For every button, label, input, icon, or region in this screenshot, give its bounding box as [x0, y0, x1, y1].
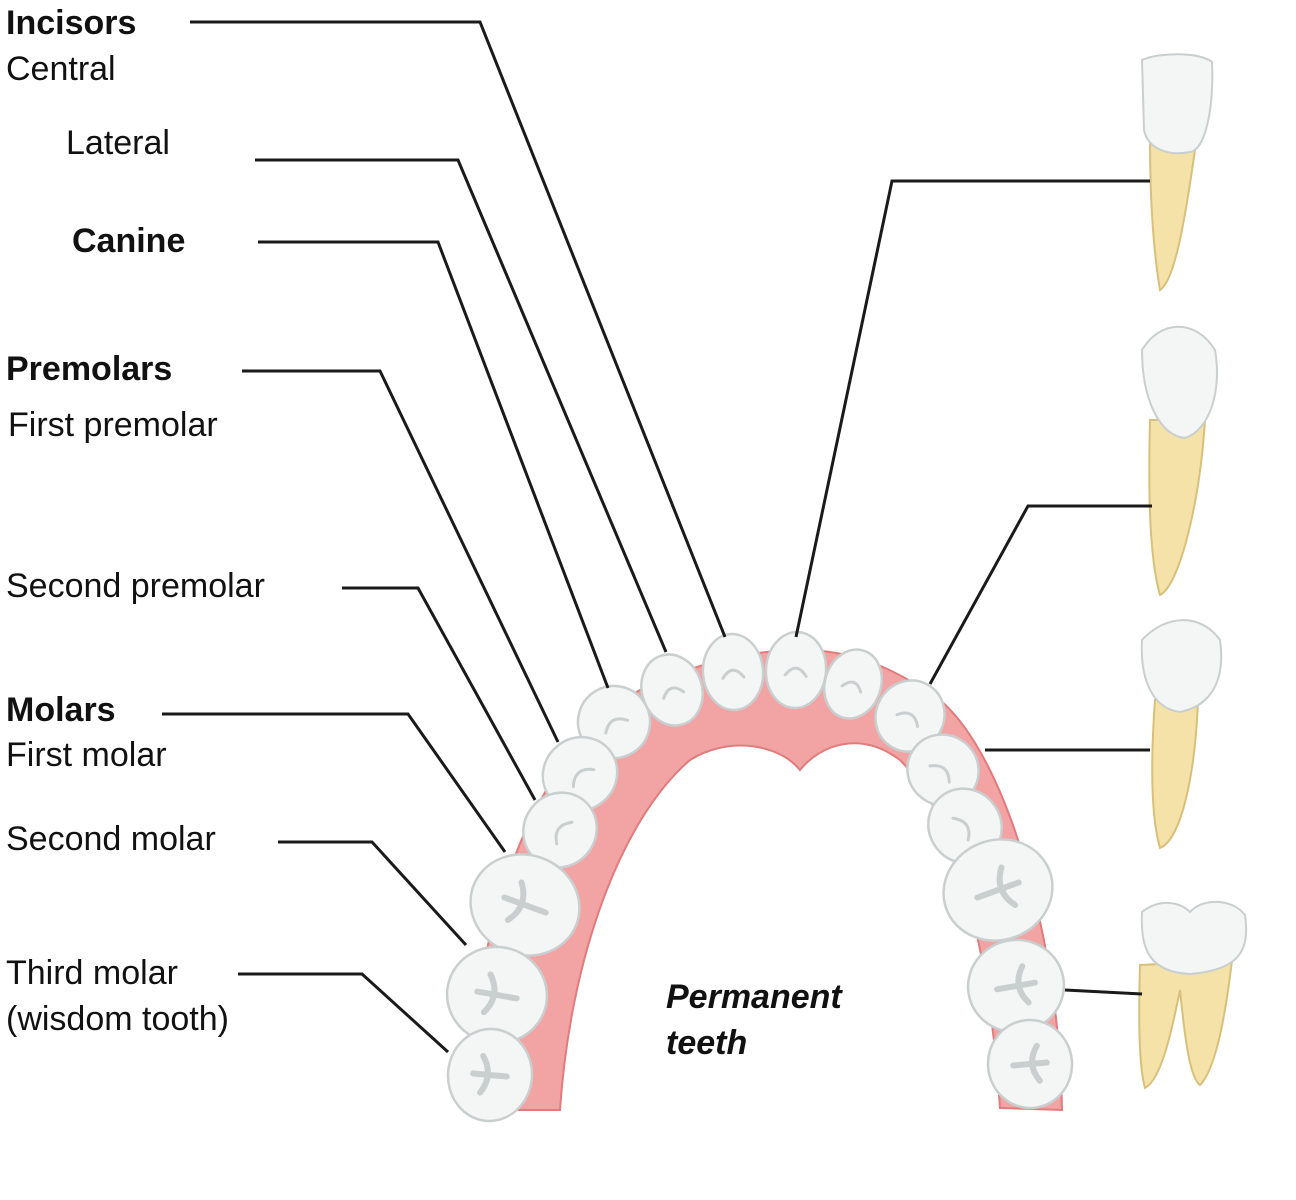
leader-incisors [190, 20, 727, 638]
caption-teeth: teeth [666, 1024, 748, 1062]
leader-canine [258, 240, 610, 689]
leader-first-molar [162, 712, 507, 853]
arch-tooth-canine-right [874, 679, 946, 753]
arch-tooth-third-molar-right [986, 1018, 1074, 1110]
leader-lateral [255, 158, 668, 653]
leader-second-molar [278, 840, 468, 947]
arch-tooth-first-molar-left [469, 853, 581, 957]
arch-tooth-second-molar-right [966, 938, 1066, 1034]
label-incisors: Incisors [6, 4, 137, 42]
arch-teeth [445, 630, 1074, 1123]
label-second-molar: Second molar [6, 820, 216, 858]
leader-lines [162, 20, 1152, 1054]
label-lateral: Lateral [66, 124, 170, 162]
arch-tooth-central-incisor-left [701, 632, 765, 712]
leader-side-molar [1064, 988, 1143, 996]
side-tooth-molar [1138, 900, 1248, 1090]
leader-second-premolar [342, 586, 537, 801]
label-second-premolar: Second premolar [6, 567, 265, 605]
leader-side-canine [928, 504, 1152, 685]
arch-tooth-lateral-incisor-left [640, 653, 704, 727]
caption-permanent: Permanent [666, 978, 842, 1016]
leader-side-incisor [794, 179, 1150, 638]
arch-tooth-lateral-incisor-right [823, 648, 883, 720]
arch-tooth-central-incisor-right [764, 630, 828, 710]
side-tooth-incisor [1140, 53, 1214, 292]
label-premolars: Premolars [6, 350, 173, 388]
side-tooth-canine [1140, 325, 1218, 597]
side-tooth-premolar [1140, 619, 1223, 850]
leader-third-molar [238, 972, 450, 1054]
leader-first-premolar [242, 369, 560, 743]
label-canine: Canine [72, 222, 186, 260]
arch-tooth-third-molar-left [446, 1027, 534, 1123]
label-molars: Molars [6, 691, 116, 729]
label-third-molar: Third molar [6, 954, 178, 992]
label-first-premolar: First premolar [8, 406, 218, 444]
arch-tooth-first-molar-right [942, 838, 1054, 942]
label-central: Central [6, 50, 116, 88]
label-first-molar: First molar [6, 736, 167, 774]
label-wisdom-tooth: (wisdom tooth) [6, 1000, 229, 1038]
